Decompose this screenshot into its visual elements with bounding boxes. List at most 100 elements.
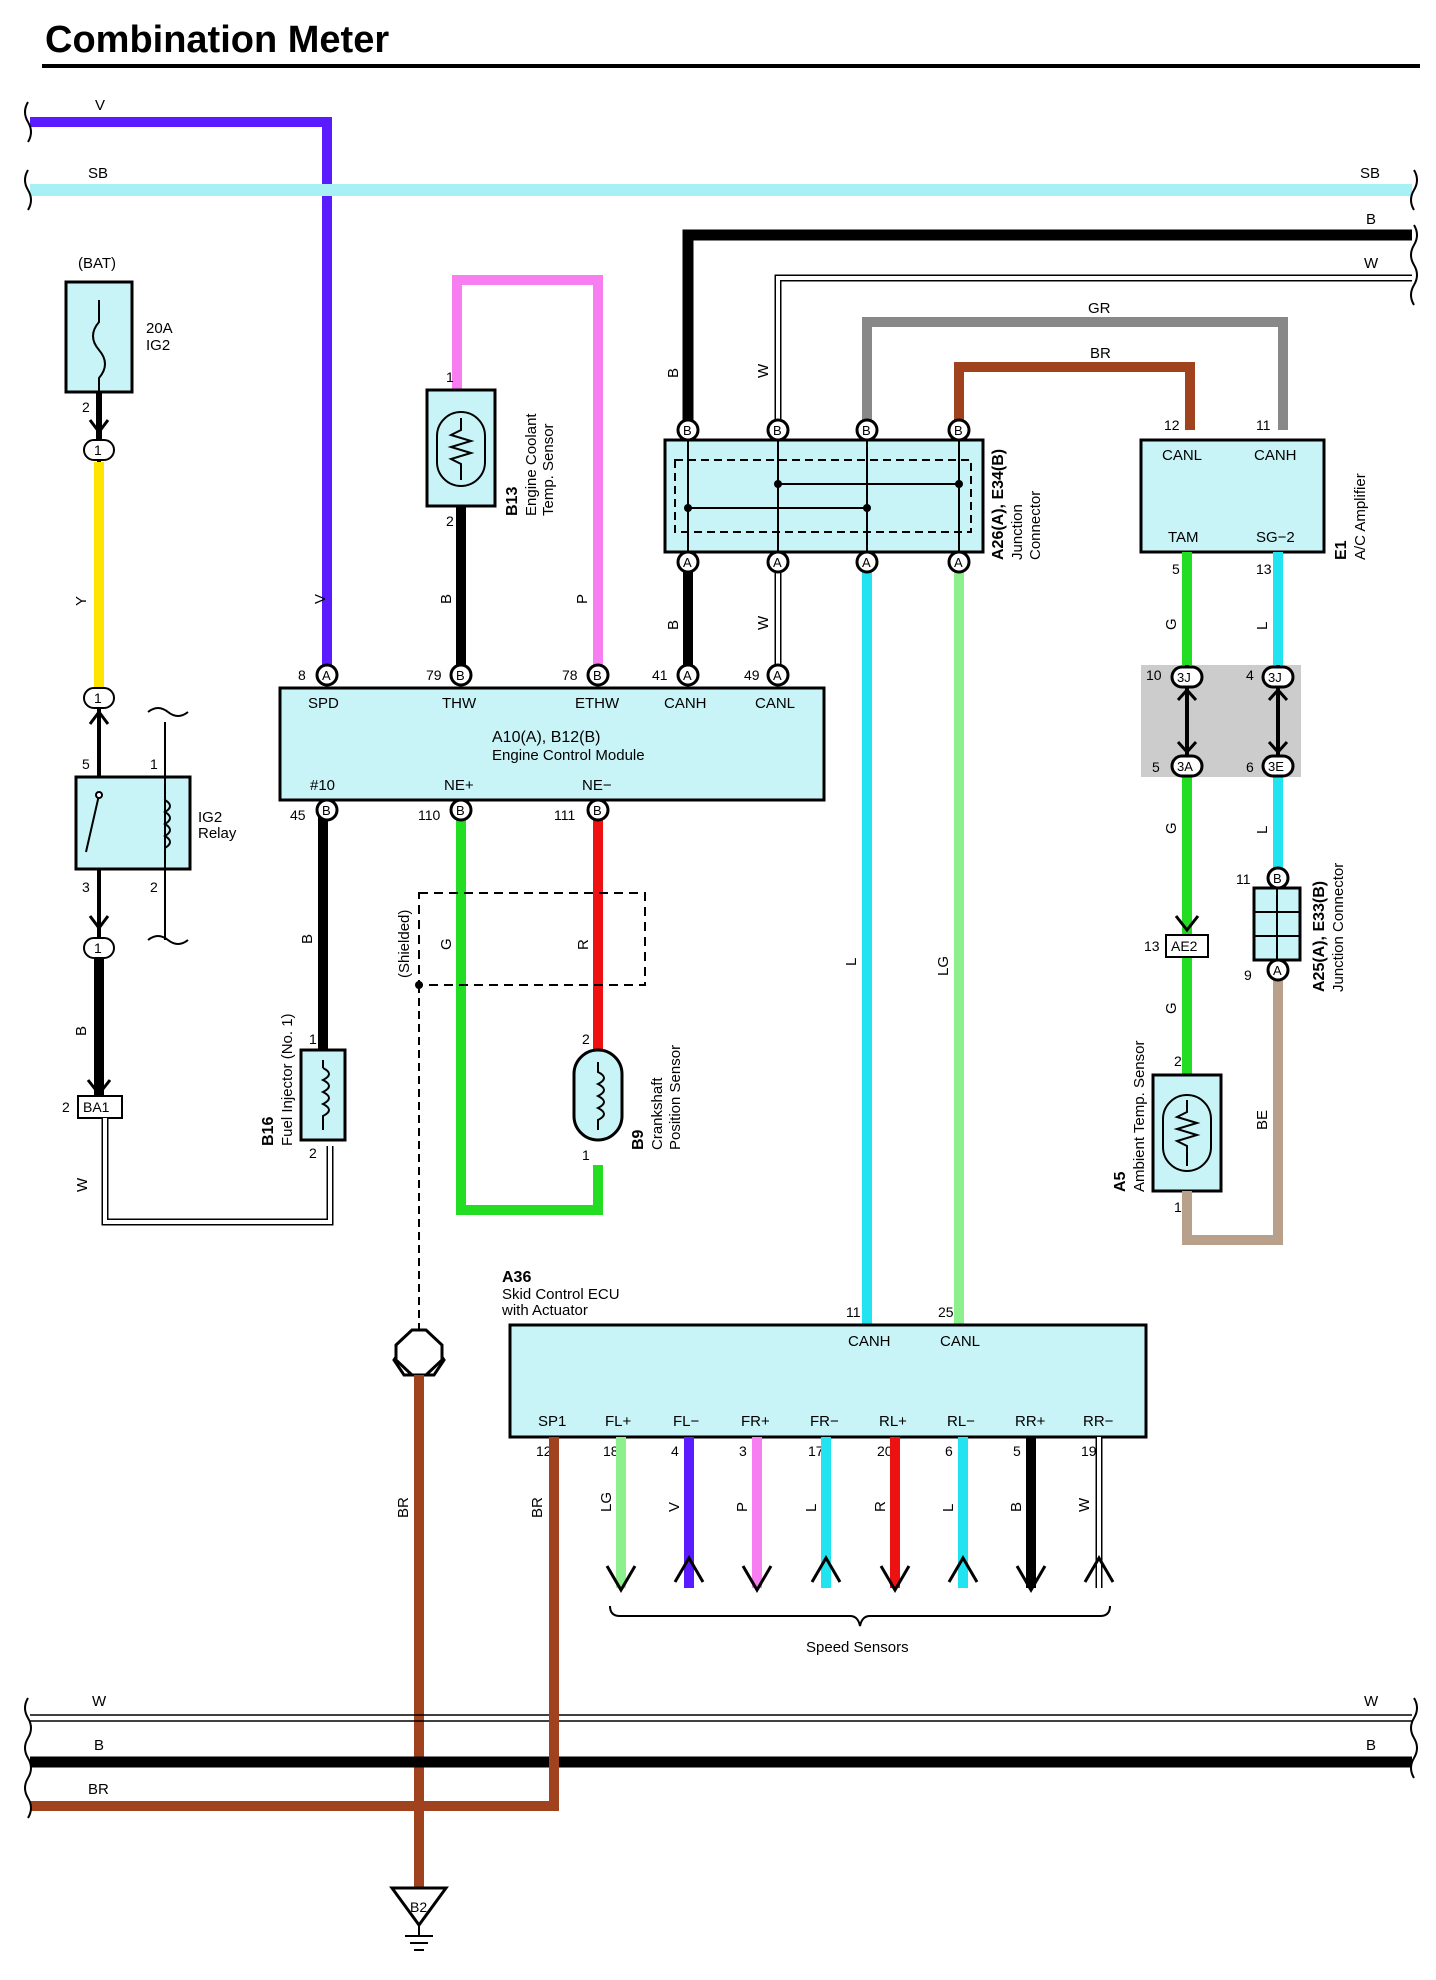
speed-sensors-brace: [609, 1605, 1111, 1627]
label-b-bottom-left: B: [94, 1737, 104, 1754]
wire-p: [452, 275, 603, 675]
relay-pin-2: 2: [150, 879, 158, 895]
svg-text:3J: 3J: [1177, 670, 1191, 685]
wire-b-top: [682, 229, 1412, 430]
svg-text:B: B: [593, 803, 602, 818]
skid-term-1: FL+: [605, 1413, 632, 1430]
fuse-source: (BAT): [78, 255, 116, 272]
ecm-pin-45: 45: [290, 807, 306, 823]
label-b-bottom-right: B: [1366, 1737, 1376, 1754]
ecm-name: Engine Control Module: [492, 747, 645, 764]
skid-code: A36: [502, 1269, 531, 1286]
label-l-amp: L: [1254, 622, 1271, 630]
connector-ba1: [77, 1095, 123, 1119]
injector-pin-2: 2: [309, 1145, 317, 1161]
svg-text:B: B: [773, 423, 782, 438]
label-l-amp-2: L: [1254, 826, 1271, 834]
ac-name: A/C Amplifier: [1352, 473, 1369, 560]
ac-pin-12: 12: [1164, 417, 1180, 433]
ecm-term-thw: THW: [442, 695, 477, 712]
ecm-pin-41: 41: [652, 667, 668, 683]
svg-text:B: B: [1273, 871, 1282, 886]
label-speed-6: L: [940, 1504, 957, 1512]
ecm-term-canl: CANL: [755, 695, 795, 712]
label-w-bottom-right: W: [1364, 1693, 1379, 1710]
bus-break-bottom-left: [24, 1697, 32, 1819]
svg-text:A: A: [1273, 963, 1282, 978]
ac-pin-13: 13: [1256, 561, 1272, 577]
skid-pin-25: 25: [938, 1304, 954, 1320]
arrow-down-icon: [605, 1565, 637, 1593]
skid-pin-6: 6: [945, 1443, 953, 1459]
jcon-1: 3J: [1261, 665, 1295, 689]
label-speed-3: P: [734, 1502, 751, 1512]
ac-term-tam: TAM: [1168, 529, 1199, 546]
junction1-code: A26(A), E34(B): [990, 449, 1007, 560]
relay-pin-1: 1: [150, 756, 158, 772]
arrow-up-icon: [947, 1555, 979, 1583]
skid-pin-1: 18: [603, 1443, 619, 1459]
ac-term-canh: CANH: [1254, 447, 1297, 464]
label-speed-1: LG: [598, 1492, 615, 1512]
connector-ae2: [1165, 934, 1209, 958]
skid-term-canh: CANH: [848, 1333, 891, 1350]
pin-circle-14: A: [855, 550, 879, 574]
ecm-term-ethw: ETHW: [575, 695, 620, 712]
coolant-name-1: Engine Coolant: [523, 413, 540, 516]
label-speed-4: L: [803, 1504, 820, 1512]
pin-circle-10: B: [855, 418, 879, 442]
speed-sensor-wire-5: R: [872, 1437, 911, 1593]
bus-break-sb: [24, 169, 32, 211]
label-b-jc-bottom: B: [665, 620, 682, 630]
connector-1-mid-label: 1: [94, 690, 102, 706]
skid-term-8: RR−: [1083, 1413, 1114, 1430]
wire-gr: [862, 317, 1288, 430]
ac-code: E1: [1333, 540, 1350, 560]
skid-term-0: SP1: [538, 1413, 566, 1430]
fuse-icon: [92, 300, 106, 392]
ac-pin-11: 11: [1256, 417, 1271, 433]
pin-circle-4: A: [766, 663, 790, 687]
ac-term-canl: CANL: [1162, 447, 1202, 464]
pin-circle-9: B: [766, 418, 790, 442]
pin-circle-5: B: [315, 798, 339, 822]
skid-term-3: FR+: [741, 1413, 770, 1430]
speed-sensors-label: Speed Sensors: [806, 1639, 909, 1656]
pin-circle-7: B: [586, 798, 610, 822]
jcon-pin-5: 5: [1152, 759, 1160, 775]
junction1-line1: Junction: [1009, 504, 1026, 560]
svg-text:A: A: [322, 668, 331, 683]
bus-break-bottom-right: [1410, 1697, 1418, 1779]
pin-circle-15: A: [947, 550, 971, 574]
pin-circle-12: A: [676, 550, 700, 574]
label-g-crank: G: [438, 938, 455, 950]
ecm-pin-79: 79: [426, 667, 442, 683]
speed-sensor-wire-7: B: [1008, 1437, 1047, 1593]
skid-name-2: with Actuator: [501, 1302, 588, 1319]
junction1-line2: Connector: [1027, 491, 1044, 560]
ecm-term-10: #10: [310, 777, 335, 794]
injector-name: Fuel Injector (No. 1): [279, 1013, 296, 1146]
svg-text:A: A: [773, 668, 782, 683]
label-b-right: B: [1366, 211, 1376, 228]
label-gr: GR: [1088, 300, 1111, 317]
ecm-term-ne-minus: NE−: [582, 777, 612, 794]
label-speed-8: W: [1076, 1497, 1093, 1512]
connector-1-mid: 1: [83, 687, 115, 709]
arrow-up-icon: [1083, 1555, 1115, 1583]
wire-be: [1182, 975, 1283, 1245]
jcon-pin-10: 10: [1146, 667, 1162, 683]
ig2-relay: [74, 775, 192, 871]
wire-w-loop: [103, 1118, 332, 1224]
skid-term-6: RL−: [947, 1413, 975, 1430]
top-bus: [30, 117, 1412, 675]
relay-break-bottom: [147, 935, 189, 945]
label-b-thw: B: [438, 594, 455, 604]
ambient-name: Ambient Temp. Sensor: [1131, 1041, 1148, 1192]
label-w-bottom-left: W: [92, 1693, 107, 1710]
relay-pin-3: 3: [82, 879, 90, 895]
label-g-amp: G: [1163, 618, 1180, 630]
skid-bottom-terminals: SP112FL+18LGFL−4VFR+3PFR−17LRL+20RRL−6LR…: [536, 1413, 1115, 1593]
speed-sensor-wire-2: V: [666, 1437, 705, 1588]
skid-pin-8: 19: [1081, 1443, 1097, 1459]
